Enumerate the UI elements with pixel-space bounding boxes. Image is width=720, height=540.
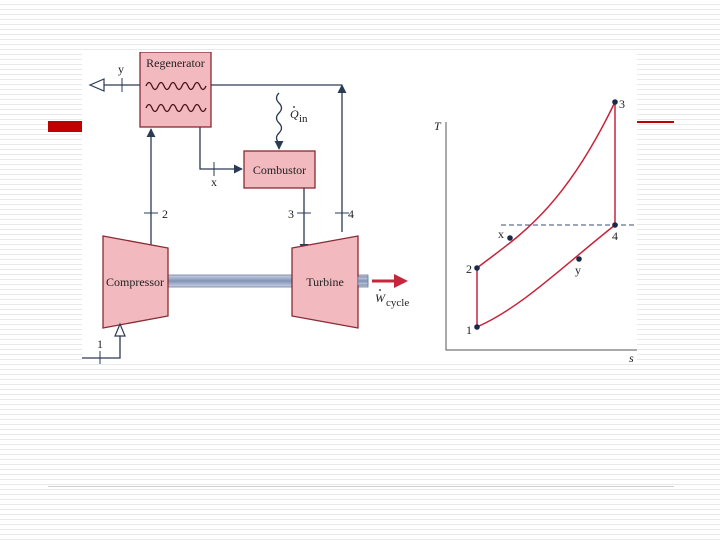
- compressor-label: Compressor: [106, 275, 164, 289]
- ts-point-y: [576, 256, 582, 262]
- ts-point-3: [612, 99, 618, 105]
- process-4-1-curve: [476, 224, 616, 328]
- ts-label-3: 3: [619, 97, 625, 111]
- ts-point-x: [507, 235, 513, 241]
- footer-divider: [48, 486, 674, 487]
- heat-in-arrow-icon: [274, 92, 284, 150]
- turbine-label: Turbine: [306, 275, 344, 289]
- regenerator-label: Regenerator: [146, 56, 205, 70]
- figure-svg: y Regenerator 4 2 x Combustor Q in: [82, 52, 637, 364]
- ts-y-axis-label: T: [434, 119, 442, 133]
- cycle-schematic: y Regenerator 4 2 x Combustor Q in: [82, 52, 409, 364]
- regenerator-coil-upper: [145, 81, 207, 91]
- regenerator-box: [139, 52, 212, 128]
- regenerator: Regenerator: [139, 52, 212, 128]
- turbine-body: [291, 235, 359, 329]
- ts-label-1: 1: [466, 323, 472, 337]
- state-y-label: y: [118, 62, 124, 76]
- title-accent-bar-right: [636, 121, 674, 123]
- heat-in-subscript: in: [299, 113, 308, 125]
- heat-in-label: Q in: [290, 106, 308, 125]
- heat-in-symbol: Q: [290, 107, 299, 121]
- regenerator-coil-lower: [145, 103, 207, 113]
- title-accent-bar: [48, 121, 88, 132]
- ts-diagram: T s 1 2 3 4 x y: [434, 97, 637, 364]
- state-x-label: x: [211, 175, 217, 189]
- work-output-label: W cycle: [375, 289, 409, 309]
- shaft-stub: [357, 276, 369, 286]
- ts-axes: [445, 122, 637, 351]
- combustor-label: Combustor: [253, 163, 306, 177]
- ts-point-2: [474, 265, 480, 271]
- combustor-box: [243, 150, 316, 189]
- ts-point-1: [474, 324, 480, 330]
- state-1-label: 1: [97, 337, 103, 351]
- ts-x-axis-label: s: [629, 351, 634, 364]
- compressor-body: [102, 235, 169, 329]
- exhaust-arrow-icon: [88, 78, 105, 92]
- ts-label-x: x: [498, 227, 504, 241]
- state-4-label: 4: [348, 207, 354, 221]
- inlet-arrow-icon: [114, 322, 126, 337]
- regenerative-gas-turbine-figure: y Regenerator 4 2 x Combustor Q in: [82, 52, 637, 364]
- state-3-label: 3: [288, 207, 294, 221]
- compressor: Compressor: [102, 235, 169, 329]
- ts-label-4: 4: [612, 229, 618, 243]
- ts-label-y: y: [575, 263, 581, 277]
- state-2-label: 2: [162, 207, 168, 221]
- work-output-arrow-icon: [394, 274, 408, 288]
- compressor-inlet-line: [82, 332, 121, 359]
- work-subscript: cycle: [386, 297, 409, 309]
- ts-point-4: [612, 222, 618, 228]
- work-symbol: W: [375, 291, 386, 305]
- turbine: Turbine: [291, 235, 359, 329]
- combustor: Combustor: [243, 150, 316, 189]
- process-2-3-curve: [476, 101, 616, 269]
- ts-label-2: 2: [466, 262, 472, 276]
- regenerator-to-combustor-line: [199, 127, 243, 174]
